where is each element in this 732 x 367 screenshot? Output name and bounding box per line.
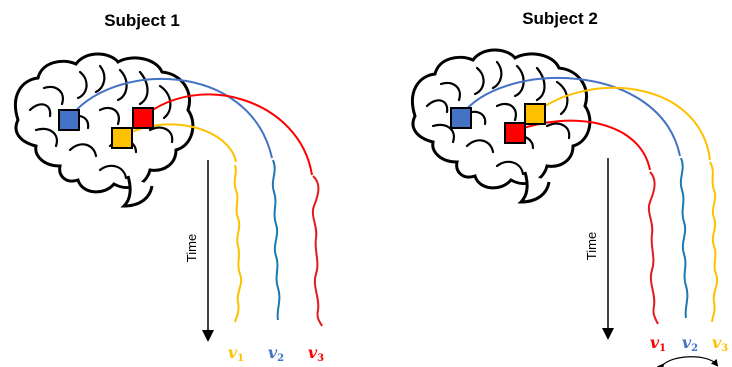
region-blue xyxy=(58,109,80,131)
panel-title: Subject 1 xyxy=(104,11,180,30)
connection-yellow xyxy=(534,87,711,161)
region-red xyxy=(132,107,154,129)
variable-label: v3 xyxy=(308,343,324,364)
variable-label: v1 xyxy=(228,343,244,364)
variable-label: v1 xyxy=(650,333,666,354)
variable-label: v3 xyxy=(712,333,728,354)
region-blue xyxy=(450,107,472,129)
connection-blue xyxy=(67,77,273,159)
panel-title: Subject 2 xyxy=(522,9,598,28)
region-red xyxy=(504,122,526,144)
connection-yellow xyxy=(120,123,237,163)
variable-label: v2 xyxy=(682,333,698,354)
connection-blue xyxy=(460,77,681,157)
signal-red xyxy=(311,175,323,327)
connection-red xyxy=(142,93,313,176)
signal-red xyxy=(647,171,659,325)
panel-subject-2: Subject 2 Time v1 v2 v3 xyxy=(411,9,728,367)
panel-subject-1: Subject 1 Time v1 v2 v3 xyxy=(14,11,324,364)
region-yellow xyxy=(524,103,546,125)
time-label: Time xyxy=(184,234,199,262)
time-label: Time xyxy=(584,232,599,260)
brain-icon xyxy=(14,52,195,208)
swap-arrow xyxy=(656,356,719,367)
brain-icon xyxy=(411,48,592,204)
signal-yellow xyxy=(709,161,719,323)
signal-blue xyxy=(271,159,281,321)
signal-blue xyxy=(679,157,689,319)
signal-yellow xyxy=(233,164,243,323)
variable-label: v2 xyxy=(268,343,284,364)
region-yellow xyxy=(111,127,133,149)
